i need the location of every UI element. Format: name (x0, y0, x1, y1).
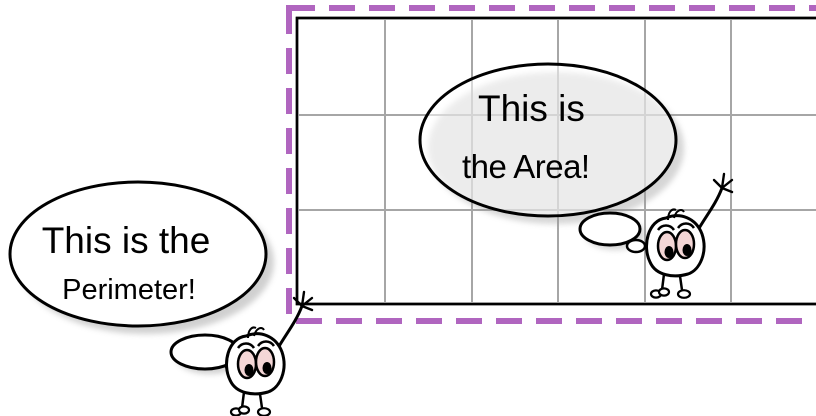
area-bubble-line2: the Area! (462, 150, 590, 183)
perimeter-bubble-line1: This is the (20, 222, 232, 259)
perimeter-bubble-line2: Perimeter! (34, 276, 224, 305)
area-bubble-line1: This is (478, 90, 585, 127)
